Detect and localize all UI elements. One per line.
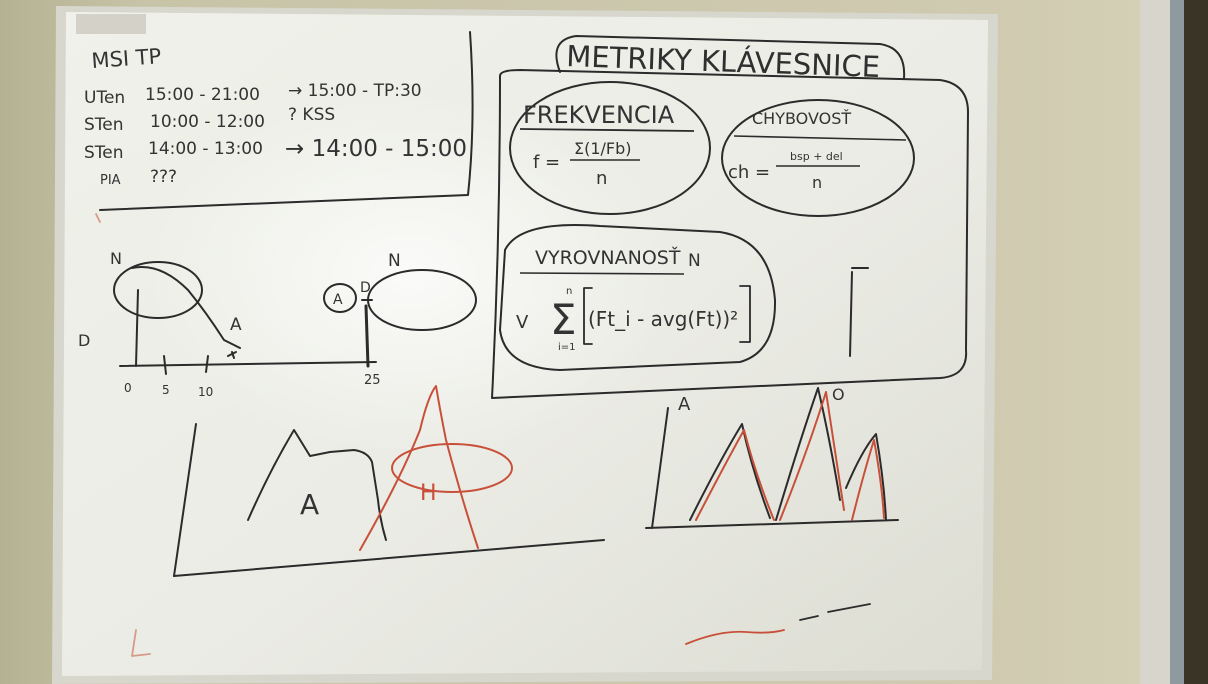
evenness-body: (Ft_i - avg(Ft))² [588,307,738,331]
schedule-time: 10:00 - 12:00 [150,112,265,132]
graph-bottom-y-axis [173,423,197,577]
right-marker [849,267,869,357]
error-rate-numerator: bsp + del [790,150,843,163]
graph-left-tick-2: 10 [198,385,213,399]
graph-left-circle [113,261,203,319]
graph-right [645,387,899,529]
frequency-underline [519,128,695,132]
schedule-day: STen [84,115,124,135]
metrics-frame [491,35,969,399]
frequency-bubble [509,81,711,215]
graph-left-y-label2: D [78,331,90,350]
evenness-sigma: Σ [550,295,577,344]
schedule-note: → 15:00 - TP:30 [288,81,422,101]
graph-bottom-red-ellipse [391,443,513,493]
graph-left-y-axis [135,289,139,367]
schedule-block [99,31,474,211]
graph-right-y-axis [651,407,669,529]
graph-left-x-axis [119,361,377,367]
graph-bottom-red-peak [359,385,479,551]
stray-marks [95,213,871,657]
error-rate-underline [733,135,907,141]
graph-middle-circle-label: A [333,292,343,308]
schedule-time: 14:00 - 13:00 [148,139,263,159]
graph-right-right-label: O [832,385,845,404]
frequency-numerator: Σ(1/Fb) [574,139,632,158]
error-rate-label: CHYBOVOSŤ [752,109,851,128]
stray-black-dash [799,603,871,621]
schedule-note: → 14:00 - 15:00 [285,136,467,162]
graph-left [113,261,377,375]
title-bubble [555,35,906,79]
graph-right-peak-1-black [689,423,771,521]
door-frame [1140,0,1170,684]
graph-bottom-left-label: A [300,488,319,521]
frequency-denominator: n [596,168,607,189]
graph-middle-tick: 25 [364,373,381,388]
graph-left-curve [131,266,241,349]
evenness-underline [519,272,685,275]
schedule-day: STen [84,143,124,163]
schedule-time: 15:00 - 21:00 [145,85,260,105]
evenness-sum-top: n [566,286,572,297]
schedule-frame [99,31,474,211]
evenness-label: VYROVNANOSŤ [535,246,681,269]
stray-red-swoosh [685,629,785,645]
graph-middle [323,269,477,368]
evenness-brackets [583,285,751,345]
graph-bottom [173,385,605,577]
graph-right-peak-2-red [779,391,845,521]
graph-right-peak-1-red [695,429,775,521]
graph-left-tick-0: 0 [124,381,132,395]
schedule-title: MSI TP [91,44,162,73]
graph-left-y-label: N [110,249,122,268]
frequency-label: FREKVENCIA [523,101,675,129]
graph-bottom-right-label: H [420,481,437,506]
schedule-note: ? KSS [288,105,335,125]
evenness-sum-bottom: i=1 [558,342,576,353]
evenness-lhs: V [516,312,529,333]
schedule-time: ??? [150,167,177,187]
graph-bottom-x-axis [173,539,605,577]
graph-right-peak-2-black [775,387,841,521]
graph-right-left-label: A [678,394,691,415]
graph-right-peak-3-red [851,439,885,521]
graph-middle-side-label: D [360,280,371,296]
graph-left-tick-1: 5 [162,383,170,397]
door-edge [1170,0,1184,684]
graph-middle-circle-small [323,283,357,313]
graph-right-peak-3-black [845,433,887,521]
dark-edge [1184,0,1208,684]
error-rate-bubble [721,99,915,217]
graph-right-x-axis [645,519,899,529]
error-rate-denominator: n [812,173,822,192]
schedule-day: PIA [100,173,121,188]
graph-left-peak-label: A [230,315,242,335]
evenness-bubble [498,224,777,372]
graph-middle-top-label: N [388,251,401,271]
stray-red-mark [95,213,101,223]
stray-red-l [131,629,151,657]
error-rate-lhs: ch = [728,162,770,183]
light-glare [90,40,850,560]
frequency-lhs: f = [533,152,560,173]
board-label [76,14,146,34]
schedule-rows: UTen 15:00 - 21:00 → 15:00 - TP:30 STen … [84,81,467,188]
schedule-day: UTen [84,88,125,108]
evenness-suffix: N [688,251,701,271]
